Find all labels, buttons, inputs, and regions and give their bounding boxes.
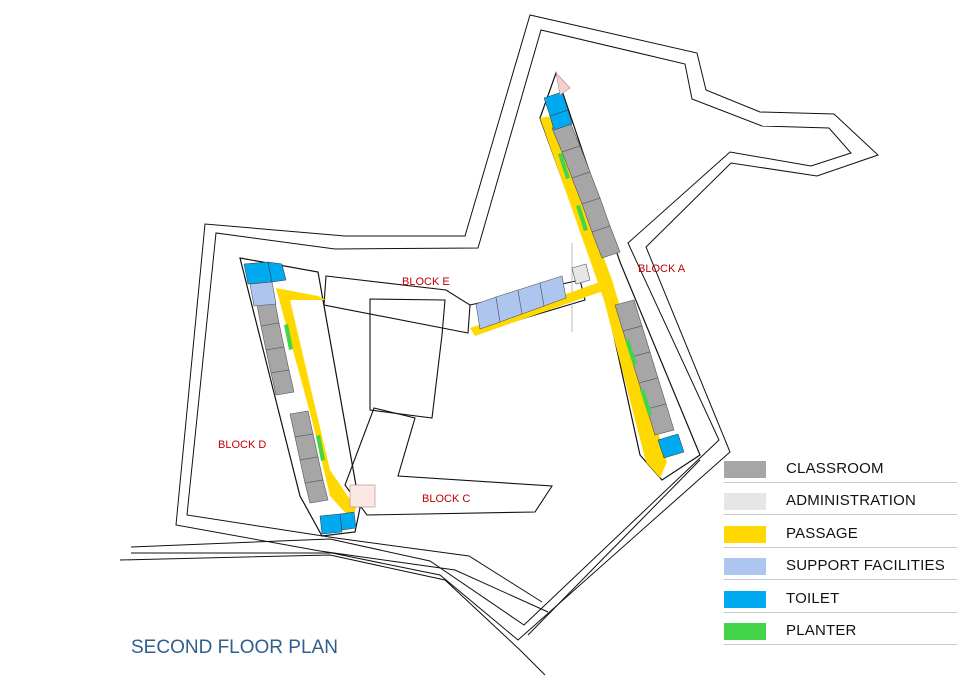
- plan-title: SECOND FLOOR PLAN: [131, 637, 338, 658]
- block-e: [470, 263, 606, 336]
- block-a-classrooms: [551, 121, 675, 436]
- block-d-label: BLOCK D: [218, 439, 266, 451]
- block-e-support: [475, 275, 567, 330]
- block-a-stair: [555, 72, 571, 96]
- block-a: [539, 71, 701, 481]
- planter: [316, 435, 325, 461]
- planter: [284, 324, 293, 350]
- toilet: [243, 261, 273, 285]
- legend-divider: [724, 579, 957, 581]
- toilet: [339, 511, 357, 531]
- legend-item-toilet: TOILET: [724, 588, 957, 620]
- planter: [625, 339, 637, 365]
- central-outlines: [323, 243, 586, 516]
- block-d-support: [249, 281, 277, 307]
- legend-label: TOILET: [786, 589, 840, 607]
- classroom: [289, 410, 314, 438]
- support-room: [539, 275, 567, 307]
- toilet: [319, 513, 343, 535]
- block-a-passage: [540, 116, 667, 478]
- site-outline-inner: [131, 14, 879, 641]
- block-d-planters: [284, 324, 325, 461]
- site-edge-lower: [119, 554, 546, 676]
- block-a-planters: [558, 153, 652, 415]
- legend-item-passage: PASSAGE: [724, 523, 957, 555]
- block-d-passage: [276, 288, 356, 520]
- legend-divider: [724, 611, 957, 613]
- toilet: [657, 433, 685, 459]
- legend-divider: [724, 546, 957, 548]
- site-boundary: [119, 14, 879, 676]
- classroom-swatch: [724, 461, 766, 478]
- toilet: [267, 261, 287, 283]
- planter-swatch: [724, 622, 766, 640]
- legend-divider: [724, 482, 957, 483]
- classroom: [294, 433, 319, 461]
- classroom: [260, 322, 285, 351]
- site-edge-right: [527, 459, 701, 636]
- planter: [558, 153, 570, 179]
- legend-label: PLANTER: [786, 621, 857, 639]
- block-c-outline: [344, 407, 553, 516]
- block-e-admin: [571, 263, 591, 285]
- toilet-swatch: [724, 590, 766, 608]
- block-d-outline: [239, 257, 361, 537]
- legend-item-support-facilities: SUPPORT FACILITIES: [724, 555, 957, 587]
- support-facilities-swatch: [724, 558, 766, 576]
- legend-label: PASSAGE: [786, 524, 858, 542]
- block-e-passage: [470, 282, 606, 336]
- block-e-outline: [323, 275, 471, 334]
- legend-label: CLASSROOM: [786, 460, 884, 477]
- block-d: [239, 257, 361, 537]
- classroom: [591, 225, 621, 259]
- central-court-outline: [369, 298, 446, 419]
- legend-item-classroom: CLASSROOM: [724, 458, 957, 490]
- planter: [640, 389, 652, 415]
- block-e-label: BLOCK E: [402, 276, 450, 288]
- site-outline-outer: [130, 29, 852, 626]
- block-a-toilets: [543, 91, 685, 459]
- administration-swatch: [724, 493, 766, 511]
- classroom: [270, 369, 295, 396]
- planter: [576, 205, 588, 231]
- legend-item-administration: ADMINISTRATION: [724, 490, 957, 522]
- legend-divider: [724, 643, 957, 645]
- toilet: [549, 109, 573, 131]
- legend: CLASSROOM ADMINISTRATION PASSAGE SUPPORT…: [724, 458, 957, 652]
- classroom: [304, 479, 329, 504]
- block-d-toilets: [243, 261, 357, 535]
- classroom: [646, 403, 675, 436]
- block-a-label: BLOCK A: [638, 263, 686, 275]
- legend-label: ADMINISTRATION: [786, 492, 917, 510]
- block-c-stair: [349, 484, 376, 508]
- stair: [349, 484, 376, 508]
- classroom: [299, 456, 324, 484]
- classroom: [265, 346, 290, 374]
- block-c-label: BLOCK C: [422, 493, 470, 505]
- legend-divider: [724, 514, 957, 516]
- legend-item-planter: PLANTER: [724, 620, 957, 652]
- legend-label: SUPPORT FACILITIES: [786, 557, 945, 575]
- passage-swatch: [724, 525, 766, 543]
